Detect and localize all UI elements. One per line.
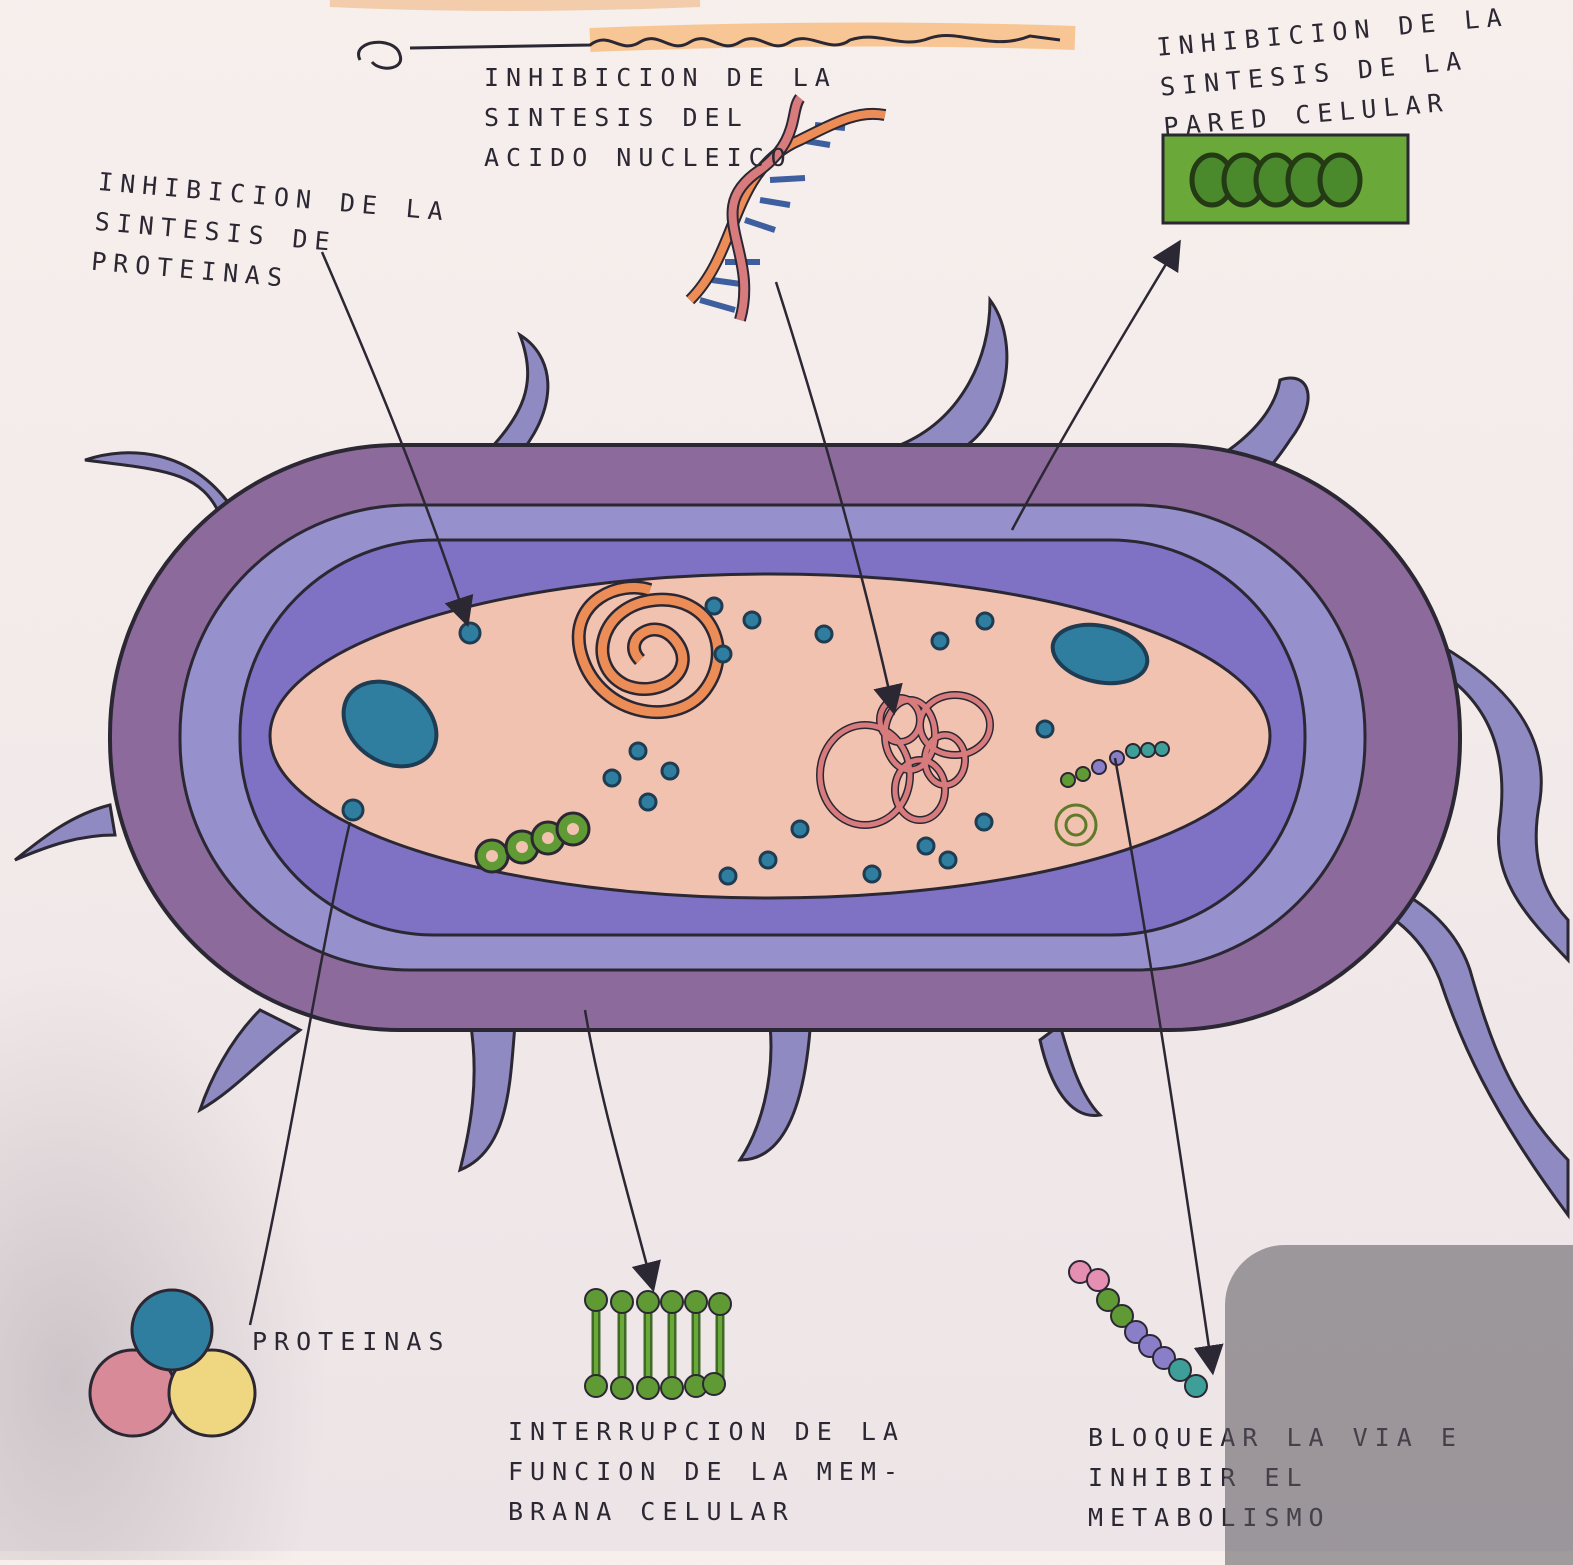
proteins-icon [90,1290,255,1436]
arrow-membrane [585,1010,652,1285]
metabolic-pathway-icon [1069,1261,1207,1397]
label-proteins: PROTEINAS [252,1322,450,1362]
label-membrane-disruption: INTERRUPCION DE LA FUNCION DE LA MEM- BR… [508,1412,905,1532]
label-nucleic-acid-inhibition: INHIBICION DE LA SINTESIS DEL ACIDO NUCL… [484,58,837,178]
cell-wall-icon [1163,135,1408,223]
membrane-bilayer-icon [585,1289,731,1399]
paper-shadow-right [1225,1245,1573,1565]
